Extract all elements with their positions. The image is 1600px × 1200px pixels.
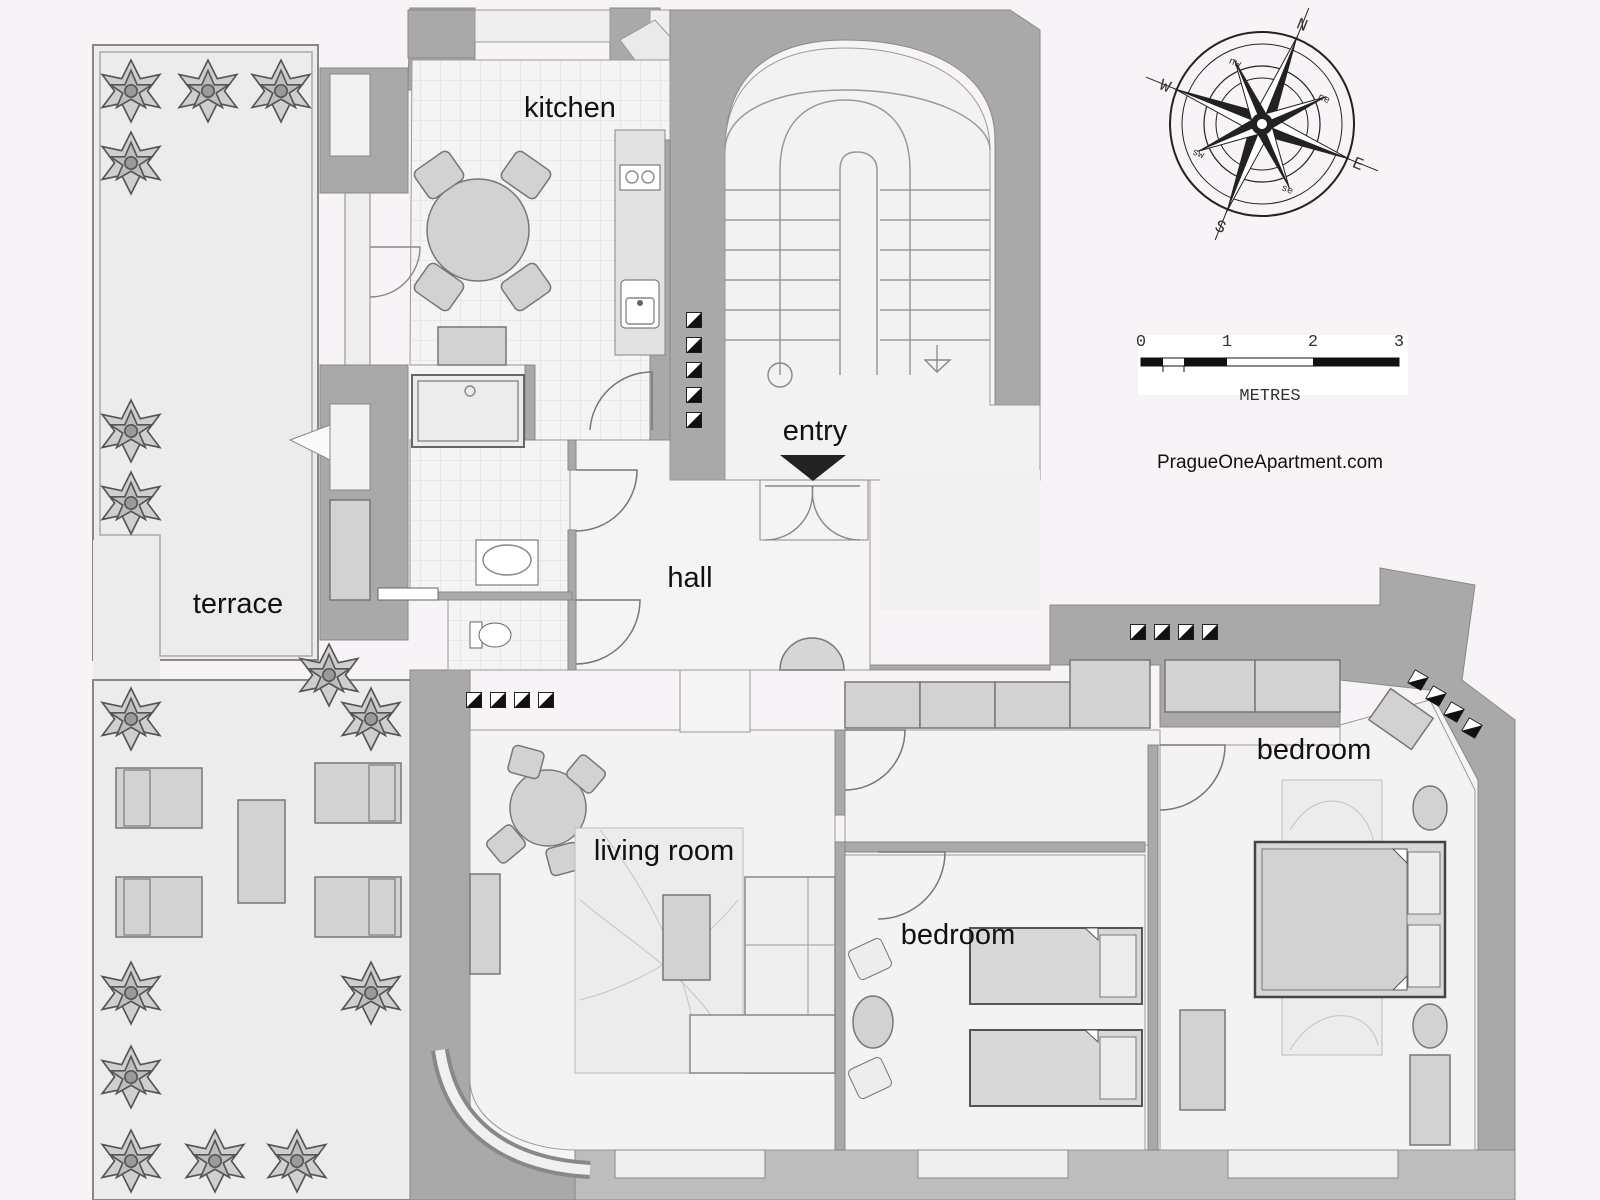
vent-icon <box>466 692 482 708</box>
built-in-wardrobes <box>844 659 1341 729</box>
sink-icon <box>620 279 660 329</box>
label-kitchen: kitchen <box>524 92 616 124</box>
vent-icon <box>686 362 702 378</box>
door-swings <box>575 371 1226 920</box>
vent-icon <box>1202 624 1218 640</box>
vent-icon <box>686 337 702 353</box>
living-rug <box>574 827 744 1074</box>
shower-tray <box>411 374 525 448</box>
toilet-icon <box>469 621 512 649</box>
compass-nw: nw <box>1227 56 1242 71</box>
label-hall: hall <box>667 562 712 594</box>
label-entry: entry <box>783 415 848 447</box>
rug-pattern <box>1289 800 1379 1051</box>
bedroom-chair <box>848 1057 892 1099</box>
vent-icon <box>1154 624 1170 640</box>
scale-tick-1: 1 <box>1222 333 1232 352</box>
tv-cabinet <box>469 873 501 975</box>
staircase <box>724 89 991 388</box>
corridor-floor <box>834 729 1161 846</box>
terrace-door <box>288 192 421 461</box>
desk <box>1367 687 1435 751</box>
south-windows <box>614 1149 1399 1179</box>
terrace-armchair <box>314 762 402 824</box>
wardrobe <box>1409 1054 1451 1146</box>
compass-ne: ne <box>1316 92 1331 107</box>
bay-window <box>431 1048 591 1179</box>
single-bed <box>969 927 1143 1005</box>
scale-tick-0: 0 <box>1136 333 1146 352</box>
double-bed <box>1253 840 1447 999</box>
entry-arrow-icon <box>780 455 846 481</box>
dresser <box>1179 1009 1226 1111</box>
scale-tick-3: 3 <box>1394 333 1404 352</box>
single-bed <box>969 1029 1143 1107</box>
entry-door <box>759 455 869 541</box>
side-table <box>852 995 894 1049</box>
label-living-room: living room <box>594 835 734 867</box>
vent-icon <box>686 387 702 403</box>
coffee-table <box>662 894 711 981</box>
scale-unit: METRES <box>1239 387 1300 406</box>
label-terrace: terrace <box>193 588 283 620</box>
vent-icon <box>686 312 702 328</box>
compass-rose-icon: N E S W ne se sw nw <box>1118 0 1406 268</box>
vent-icon <box>538 692 554 708</box>
terrace-armchair <box>314 876 402 938</box>
label-bedroom-small: bedroom <box>901 919 1015 951</box>
vent-icon <box>514 692 530 708</box>
living-dining-set <box>486 744 606 877</box>
stove-icon <box>619 164 661 191</box>
nightstand <box>1412 785 1448 831</box>
compass-se: se <box>1279 183 1294 198</box>
terrace-armchair <box>115 767 203 829</box>
vent-icon <box>686 412 702 428</box>
washbasin-icon <box>475 539 539 586</box>
kitchen-cabinet <box>437 326 507 366</box>
scale-bar: 0 1 2 3 METRES <box>1136 333 1408 406</box>
bedroom-chair <box>848 938 892 980</box>
nightstand <box>1412 1003 1448 1049</box>
hall-opening <box>679 669 751 733</box>
vent-icon <box>1130 624 1146 640</box>
website-label: PragueOneApartment.com <box>1157 452 1383 473</box>
bath-shelf <box>377 587 439 601</box>
vent-icon <box>1178 624 1194 640</box>
terrace-armchair <box>115 876 203 938</box>
scale-tick-2: 2 <box>1308 333 1318 352</box>
label-bedroom-large: bedroom <box>1257 734 1371 766</box>
terrace-table <box>237 799 286 904</box>
kitchen-dining-set <box>413 150 552 312</box>
vent-icon <box>490 692 506 708</box>
sofa <box>689 876 836 1074</box>
compass-sw: sw <box>1190 147 1205 162</box>
